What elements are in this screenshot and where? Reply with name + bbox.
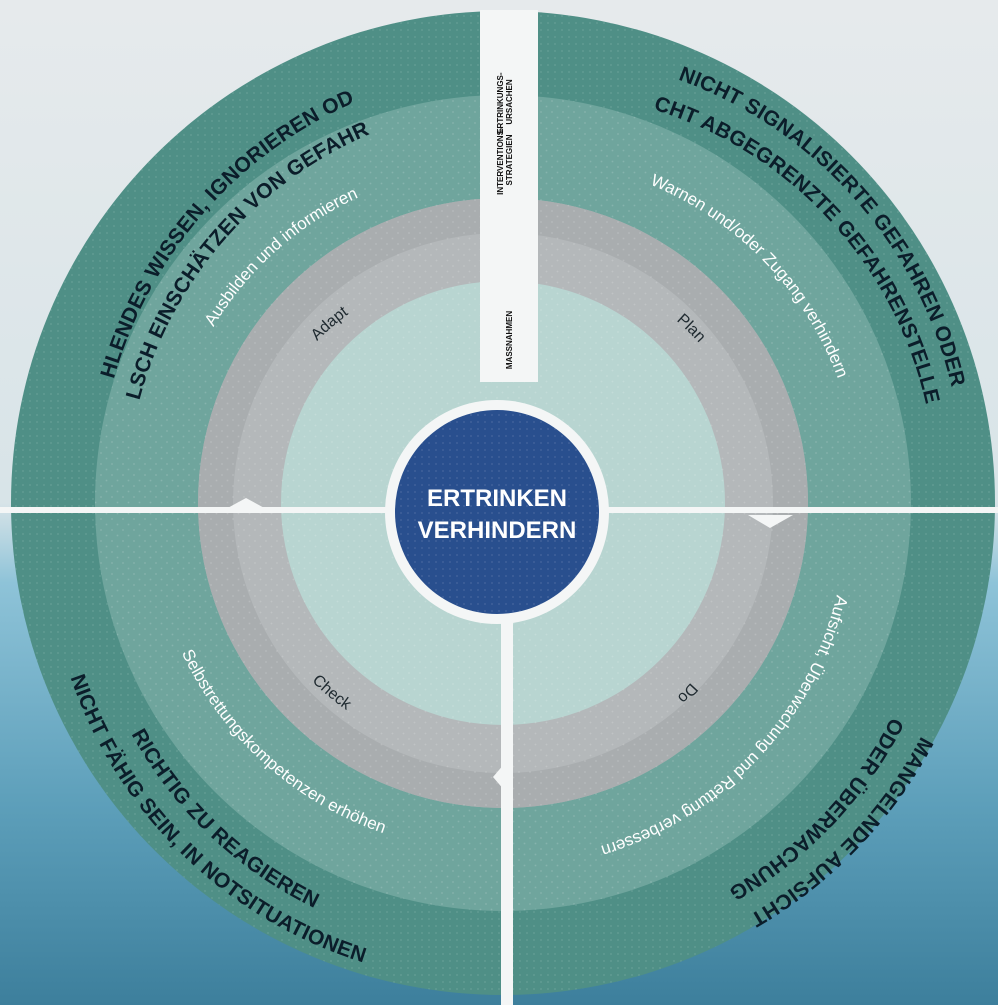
- cycle-arrows: [224, 232, 793, 791]
- center-circle: ERTRINKEN VERHINDERN: [385, 400, 609, 624]
- arrow-down-icon: [748, 515, 793, 528]
- center-title-line2: VERHINDERN: [418, 517, 577, 544]
- svg-text:INTERVENTIONS- STRATEGIE: INTERVENTIONS- STRATEGIEN: [496, 125, 514, 195]
- svg-text:ERTRINKUNGS- URSACHEN: ERTRINKUNGS- URSACHEN: [496, 70, 514, 134]
- arrow-left-icon: [493, 763, 505, 791]
- center-title-line1: ERTRINKEN: [427, 485, 567, 512]
- arrow-right-icon: [510, 232, 522, 272]
- arrow-up-icon: [224, 498, 268, 510]
- ring-label-causes: ERTRINKUNGS- URSACHEN: [496, 70, 514, 134]
- svg-text:MASSNAHMEN: MASSNAHMEN: [505, 311, 514, 369]
- ring-label-measures: MASSNAHMEN: [505, 311, 514, 369]
- ring-label-strategies: INTERVENTIONS- STRATEGIEN: [496, 125, 514, 195]
